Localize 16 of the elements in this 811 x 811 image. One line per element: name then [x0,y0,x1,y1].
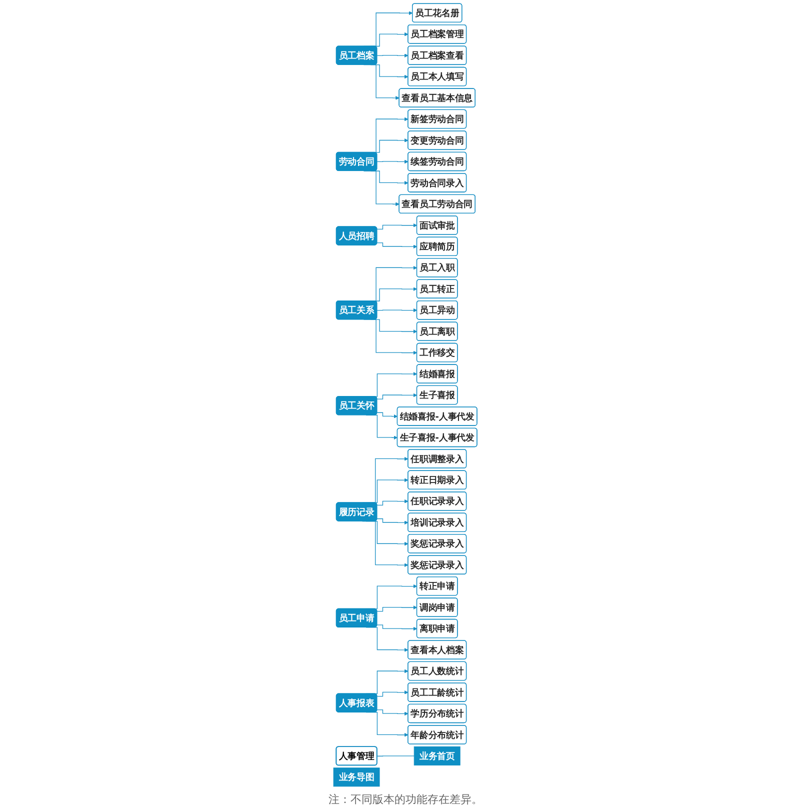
arrow [377,308,418,312]
arrow [377,242,418,249]
node-box: 业务导图 [334,768,380,787]
arrow [377,690,409,697]
arrow [377,393,418,400]
node-box: 业务首页 [414,746,461,766]
note-text: 注：不同版本的功能存在差异。 [328,792,482,807]
arrow [377,412,398,418]
arrow [377,606,418,612]
arrow [377,54,409,58]
arrow [377,710,409,716]
arrow [377,499,409,506]
arrow [377,518,409,525]
arrow [377,223,418,230]
arrow [377,624,418,631]
arrow [377,160,409,164]
